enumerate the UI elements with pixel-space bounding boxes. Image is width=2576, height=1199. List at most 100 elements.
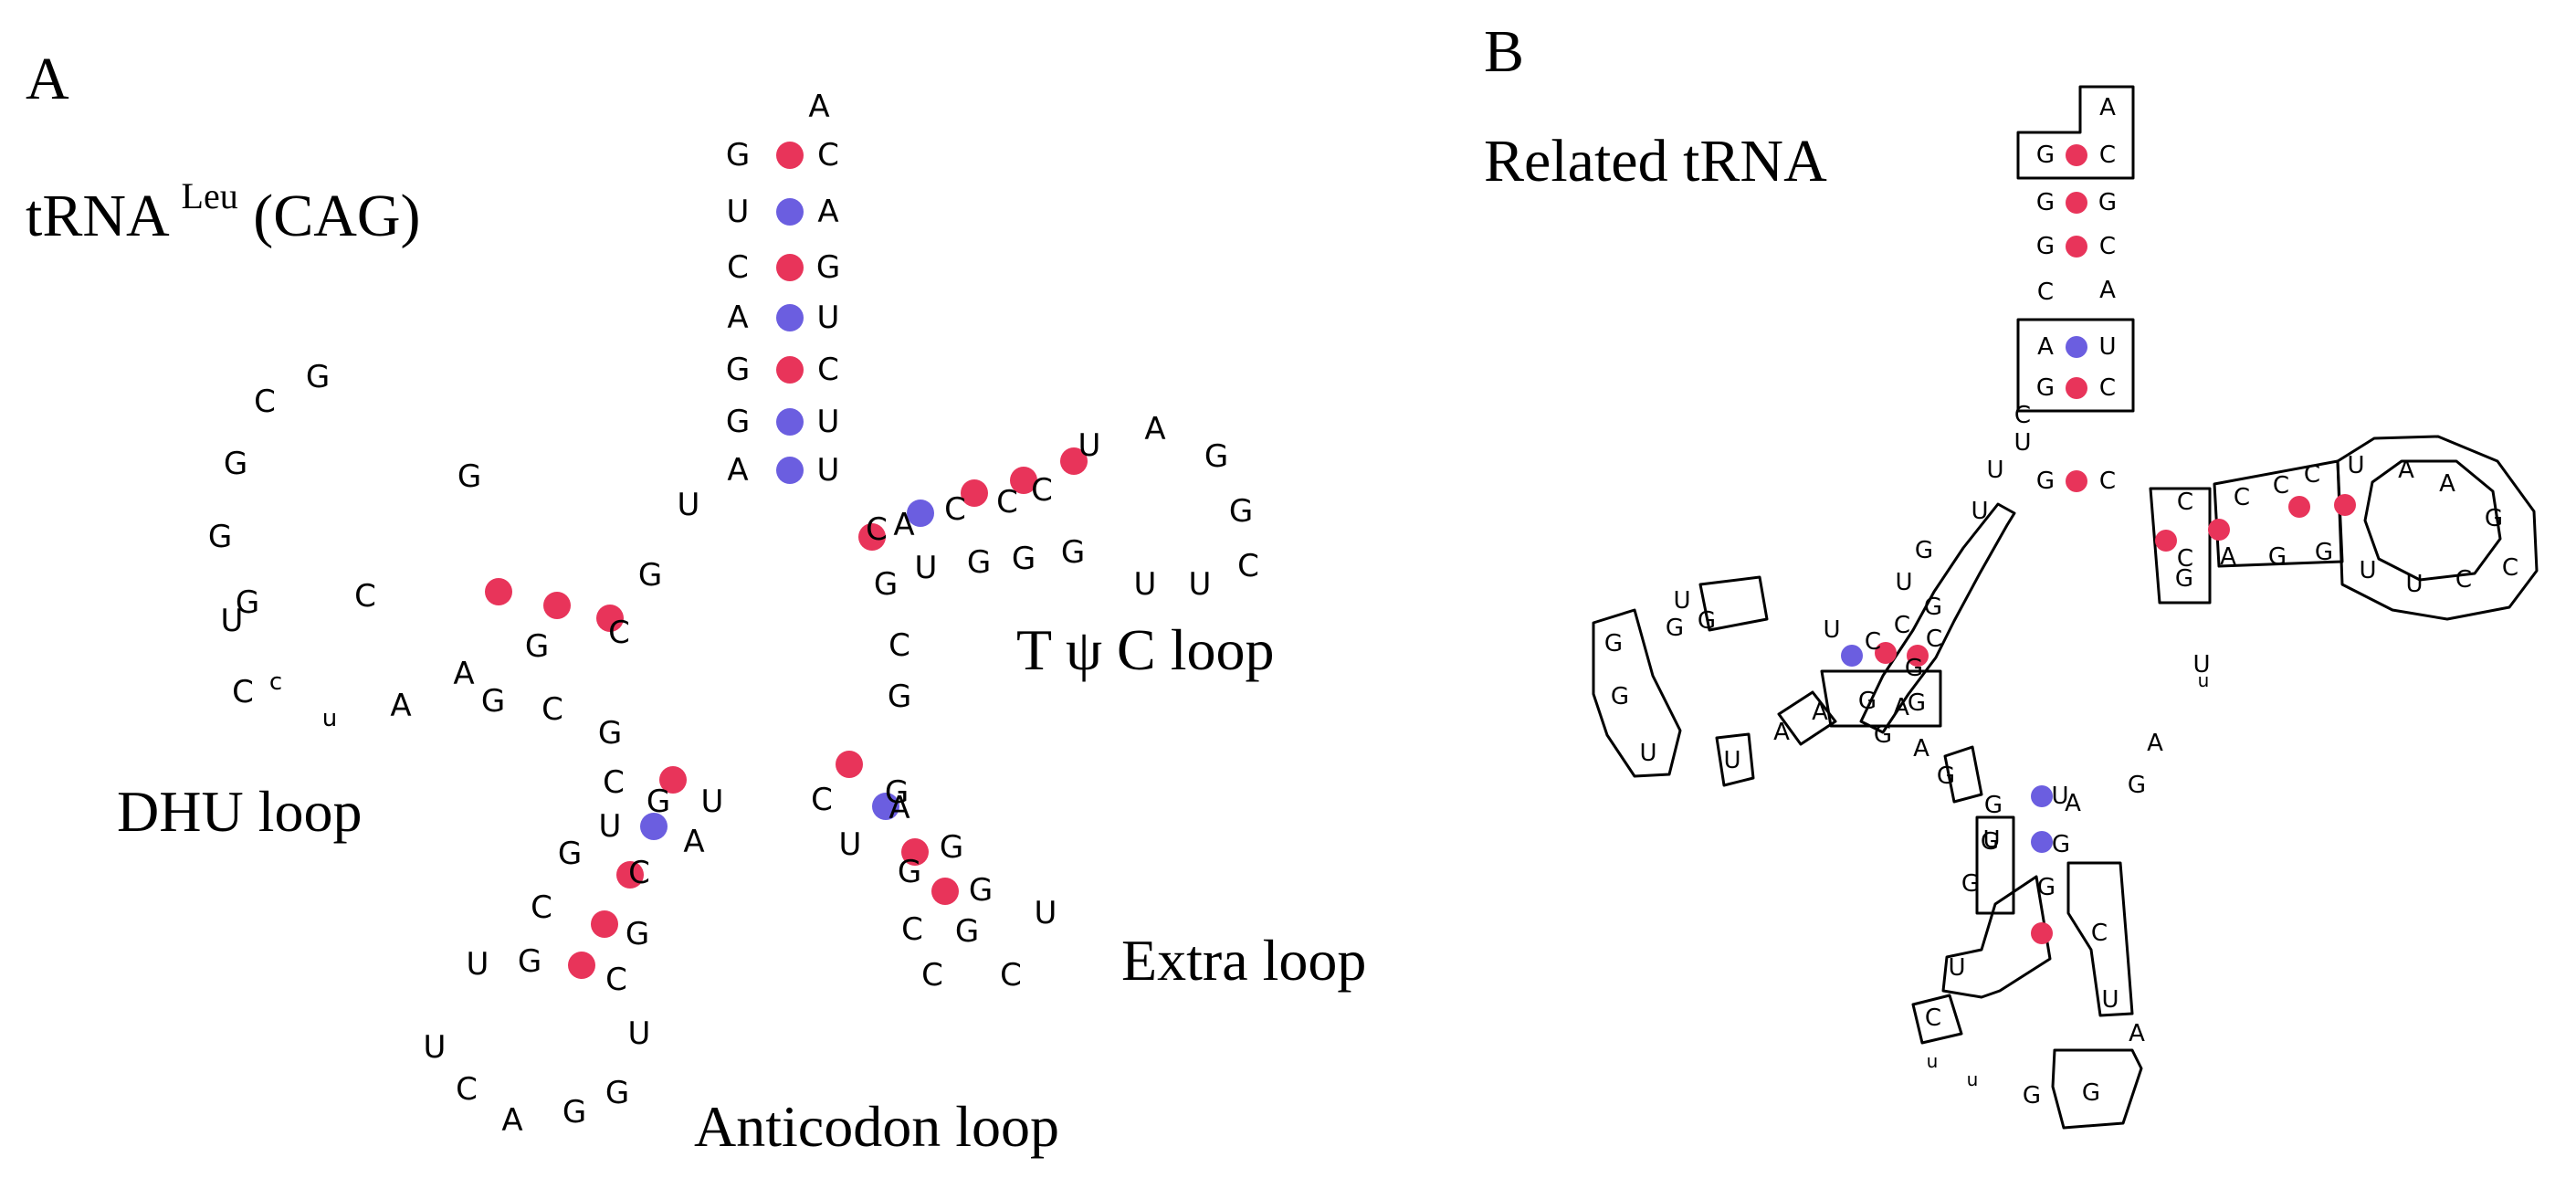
nucleotide: U: [2098, 333, 2116, 361]
gc-base-pair-dot: [776, 356, 804, 384]
nucleotide: G: [2175, 565, 2193, 593]
panel-a: A tRNA Leu (CAG) DHU loop T ψ C loop Ext…: [26, 46, 1366, 1159]
gc-base-pair-dot: [2155, 530, 2177, 552]
nucleotide: U: [915, 550, 938, 586]
nucleotide: G: [1012, 541, 1036, 577]
nucleotide: A: [2439, 470, 2455, 498]
nucleotide: C: [2091, 920, 2108, 947]
nucleotide: G: [2268, 543, 2287, 571]
nucleotide: U: [467, 946, 489, 983]
nucleotide: U: [701, 784, 724, 820]
nucleotide: G: [955, 913, 979, 950]
nucleotide: G: [1611, 683, 1629, 710]
nucleotide: U: [1971, 498, 1988, 525]
nucleotide: U: [628, 1015, 651, 1052]
au-base-pair-dot: [872, 793, 899, 820]
nucleotide: C: [901, 911, 923, 948]
nucleotide: G: [1666, 615, 1684, 642]
nucleotide: G: [525, 628, 549, 665]
nucleotide: G: [1924, 594, 1942, 621]
nucleotide: C: [232, 674, 254, 710]
nucleotide: C: [866, 511, 888, 548]
au-base-pair-dot: [776, 457, 804, 484]
nucleotide: U: [678, 487, 700, 523]
gc-base-pair-dot: [596, 605, 624, 632]
nucleotide: G: [457, 458, 481, 495]
outline-d-stem-strand: [1859, 502, 2016, 734]
nucleotide: C: [2014, 402, 2031, 429]
nucleotide: U: [817, 452, 840, 489]
nucleotide: G: [1204, 438, 1228, 475]
nucleotide: G: [598, 715, 622, 752]
nucleotide: G: [2036, 468, 2055, 495]
nucleotide: G: [940, 829, 963, 866]
nucleotide: A: [1773, 719, 1790, 746]
nucleotide: A: [2065, 790, 2081, 817]
nucleotide: A: [727, 452, 748, 489]
nucleotide: A: [453, 656, 474, 692]
nucleotide: U: [2101, 986, 2119, 1014]
outline-variable-g: [1943, 745, 1983, 804]
nucleotide: G: [1937, 763, 1955, 790]
panel-b-base-pairs: [1841, 144, 2356, 944]
nucleotide: C: [944, 491, 966, 528]
nucleotide: G: [306, 359, 330, 395]
gc-base-pair-dot: [591, 910, 618, 938]
nucleotide: G: [1984, 792, 2003, 819]
nucleotide: G: [888, 678, 911, 715]
nucleotide: U: [817, 300, 840, 336]
nucleotide: C: [2099, 468, 2116, 495]
nucleotide: C: [456, 1071, 478, 1108]
nucleotide: G: [1698, 607, 1716, 635]
nucleotide: U: [2192, 651, 2210, 678]
nucleotide: C: [541, 691, 563, 728]
outline-t-loop-outer: [2336, 435, 2539, 621]
gc-base-pair-dot: [931, 878, 959, 905]
nucleotide: C: [996, 484, 1018, 521]
nucleotide: u: [1967, 1068, 1979, 1090]
nucleotide: A: [683, 824, 704, 860]
nucleotide: G: [2036, 142, 2055, 169]
outline-t-loop-inner: [2363, 459, 2502, 582]
gc-base-pair-dot: [2334, 494, 2356, 516]
nucleotide: U: [2347, 452, 2364, 479]
gc-base-pair-dot: [836, 751, 863, 778]
nucleotide: G: [1229, 493, 1253, 530]
nucleotide: G: [2036, 233, 2055, 260]
nucleotide: U: [1134, 566, 1157, 603]
nucleotide: G: [605, 1075, 629, 1111]
au-base-pair-dot: [776, 408, 804, 436]
nucleotide: U: [424, 1029, 447, 1066]
gc-base-pair-dot: [2066, 192, 2087, 214]
nucleotide: A: [2129, 1020, 2145, 1047]
nucleotide: G: [898, 854, 921, 890]
nucleotide: G: [2037, 874, 2056, 901]
panel-b-title: Related tRNA: [1484, 128, 1827, 195]
gc-base-pair-dot: [2066, 377, 2087, 399]
nucleotide: G: [558, 836, 582, 872]
nucleotide: A: [817, 194, 838, 230]
gc-base-pair-dot: [2208, 519, 2230, 541]
nucleotide: G: [874, 566, 898, 603]
outline-d-loop-u: [1715, 732, 1755, 787]
nucleotide: G: [2036, 374, 2055, 402]
nucleotide: A: [893, 507, 914, 543]
gc-base-pair-dot: [616, 861, 644, 889]
nucleotide: C: [811, 782, 833, 818]
au-base-pair-dot: [776, 198, 804, 226]
nucleotide: G: [816, 249, 840, 286]
nucleotide: U: [727, 194, 750, 230]
panel-a-title-base: tRNA: [26, 183, 170, 249]
nucleotide: G: [726, 137, 750, 174]
nucleotide: C: [531, 889, 552, 926]
panel-a-title: tRNA Leu (CAG): [26, 155, 421, 249]
nucleotide: u: [2198, 669, 2210, 691]
nucleotide: C: [727, 249, 749, 286]
nucleotide: A: [2099, 277, 2116, 304]
nucleotide: C: [888, 627, 910, 664]
gc-base-pair-dot: [1907, 645, 1929, 667]
nucleotide: G: [726, 404, 750, 440]
nucleotide: U: [1723, 747, 1740, 774]
nucleotide: A: [727, 300, 748, 336]
nucleotide: U: [2405, 571, 2423, 598]
